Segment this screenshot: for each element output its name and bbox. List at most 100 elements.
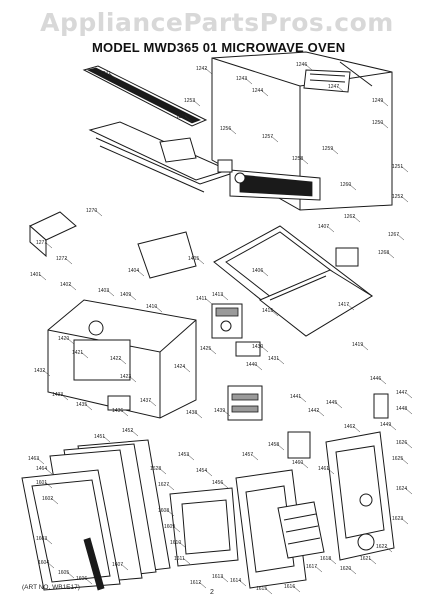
part-label-1437: 1437 [140, 398, 151, 404]
part-label-1464: 1464 [36, 466, 47, 472]
part-label-1406: 1406 [252, 268, 263, 274]
part-label-1249: 1249 [372, 98, 383, 104]
part-label-1259: 1259 [322, 146, 333, 152]
part-label-1447: 1447 [396, 390, 407, 396]
part-label-1439: 1439 [214, 408, 225, 414]
part-label-1620: 1620 [340, 566, 351, 572]
leader-line [238, 579, 247, 587]
part-label-1627: 1627 [158, 482, 169, 488]
leader-line [316, 409, 325, 417]
leader-line [336, 85, 345, 93]
part-label-1262: 1262 [344, 214, 355, 220]
leader-line [396, 233, 405, 241]
leader-line [204, 297, 213, 305]
choke-panel [169, 487, 239, 567]
part-label-1268: 1268 [378, 250, 389, 256]
control-panel [325, 431, 395, 561]
leader-line [84, 403, 93, 411]
part-label-1271: 1271 [36, 240, 47, 246]
leader-line [244, 77, 253, 85]
part-label-1407: 1407 [318, 224, 329, 230]
part-label-1462: 1462 [344, 424, 355, 430]
leader-line [178, 541, 187, 549]
leader-line [66, 571, 75, 579]
leader-line [130, 429, 139, 437]
leader-line [326, 225, 335, 233]
leader-lines [36, 63, 413, 595]
leader-line [260, 269, 269, 277]
part-label-1409: 1409 [120, 292, 131, 298]
part-label-1436: 1436 [112, 408, 123, 414]
part-label-1461: 1461 [318, 466, 329, 472]
leader-line [46, 561, 55, 569]
leader-line [304, 63, 313, 71]
part-label-1445: 1445 [326, 400, 337, 406]
part-label-1424: 1424 [174, 364, 185, 370]
part-label-1616: 1616 [284, 584, 295, 590]
part-label-1602: 1602 [42, 496, 53, 502]
part-label-1260: 1260 [340, 182, 351, 188]
part-label-1402: 1402 [60, 282, 71, 288]
part-label-1448: 1448 [396, 406, 407, 412]
part-label-1442: 1442 [308, 408, 319, 414]
leader-line [300, 157, 309, 165]
part-label-1449: 1449 [380, 422, 391, 428]
part-label-1250: 1250 [372, 120, 383, 126]
leader-line [80, 351, 89, 359]
leader-line [196, 257, 205, 265]
leader-line [64, 257, 73, 265]
part-label-1410: 1410 [146, 304, 157, 310]
leader-line [84, 577, 93, 585]
leader-line [136, 269, 145, 277]
leader-line [166, 483, 175, 491]
leader-line [326, 467, 335, 475]
leader-line [400, 165, 409, 173]
part-label-1255: 1255 [176, 114, 187, 120]
touch-pad-frame [235, 469, 307, 589]
part-label-1614: 1614 [230, 578, 241, 584]
leader-line [260, 345, 269, 353]
leader-line [68, 283, 77, 291]
leader-line [404, 487, 413, 495]
leader-line [228, 127, 237, 135]
leader-line [60, 393, 69, 401]
leader-line [148, 399, 157, 407]
leader-line [172, 525, 181, 533]
magnetron [211, 303, 243, 339]
part-label-1451: 1451 [94, 434, 105, 440]
leader-line [276, 443, 285, 451]
leader-line [36, 457, 45, 465]
leader-line [198, 581, 207, 589]
part-label-1624: 1624 [396, 486, 407, 492]
leader-line [298, 395, 307, 403]
part-label-1628: 1628 [150, 466, 161, 472]
bracket-left [29, 211, 77, 258]
leader-line [192, 99, 201, 107]
part-label-1257: 1257 [262, 134, 273, 140]
leader-line [108, 72, 117, 80]
part-label-1440: 1440 [246, 362, 257, 368]
part-label-1601: 1601 [36, 480, 47, 486]
part-label-1460: 1460 [292, 460, 303, 466]
outer-cabinet [211, 51, 393, 211]
part-label-1242: 1242 [196, 66, 207, 72]
part-label-1241: 1241 [100, 71, 111, 77]
leader-line [44, 481, 53, 489]
leader-line [346, 303, 355, 311]
part-label-1422: 1422 [110, 356, 121, 362]
leader-line [102, 435, 111, 443]
leader-line [404, 407, 413, 415]
part-label-1401: 1401 [30, 272, 41, 278]
part-label-1411: 1411 [196, 296, 207, 302]
leader-line [44, 241, 53, 249]
part-label-1626: 1626 [396, 440, 407, 446]
part-label-1421: 1421 [72, 350, 83, 356]
leader-line [380, 121, 389, 129]
part-label-1270: 1270 [86, 208, 97, 214]
part-label-1419: 1419 [352, 342, 363, 348]
small-components [107, 247, 389, 551]
leader-line [154, 305, 163, 313]
part-label-1432: 1432 [34, 368, 45, 374]
part-label-1453: 1453 [178, 452, 189, 458]
